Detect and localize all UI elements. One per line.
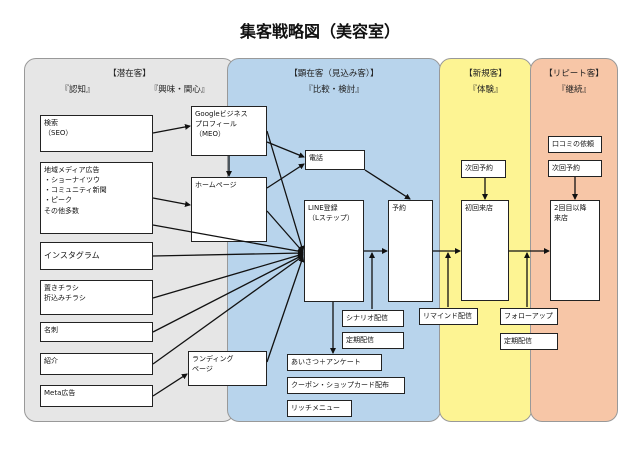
arrow-landing-line [266,256,305,363]
box-search-line1: 検索 [44,119,58,127]
arrow-localmedia-homepage [152,197,191,208]
box-rich-menu-label: リッチメニュー [291,404,340,412]
box-instagram: インスタグラム [40,242,153,270]
arrow-businesscard-line [152,254,304,333]
box-second-visit-line1: 2回目以降 [554,204,587,212]
box-referral-label: 紹介 [44,357,58,365]
box-followup: フォローアップ [500,308,558,325]
box-line: LINE登録 （Lステップ） [304,200,364,302]
box-scenario-label: シナリオ配信 [346,314,388,322]
box-search: 検索 （SEO） [40,115,153,152]
zone-potential-sub2: 『興味・関心』 [149,85,210,95]
box-next-reservation-1-label: 次回予約 [465,164,493,172]
arrow-phone-reservation [364,169,411,200]
box-next-reservation-2-label: 次回予約 [552,164,580,172]
box-reviews-label: 口コミの依頼 [552,140,594,148]
box-coupon-label: クーポン・ショップカード配布 [291,381,389,389]
box-local-media-line2: ・ショーナイツウ [44,176,100,185]
box-scheduled-2: 定期配信 [500,333,558,350]
zone-new-title: 【新規客】 [464,69,507,79]
box-flyers: 置きチラシ 折込みチラシ [40,280,153,315]
box-reminder-label: リマインド配信 [423,312,472,320]
box-homepage-label: ホームページ [195,181,237,189]
box-flyers-line2: 折込みチラシ [44,294,86,303]
box-local-media-line5: その他多数 [44,206,79,215]
box-second-visit-line2: 来店 [554,214,568,223]
arrow-homepage-phone [266,163,305,189]
box-greeting-label: あいさつ＋アンケート [291,358,361,366]
box-business-card: 名刺 [40,322,153,342]
box-second-visit: 2回目以降 来店 [550,200,600,301]
arrow-google-line [266,130,305,252]
box-scenario: シナリオ配信 [342,310,404,327]
box-landing-line2: ページ [192,365,213,374]
diagram-title: 集客戦略図（美容室） [239,22,400,41]
zone-potential-sub1: 『認知』 [60,85,95,95]
box-local-media-line4: ・ピーク [44,196,72,205]
arrow-search-google [152,123,191,134]
zone-repeat-title: 【リピート客】 [544,69,604,79]
box-first-visit: 初回来店 [461,200,509,301]
box-phone: 電話 [305,150,365,170]
box-scheduled-1: 定期配信 [342,332,404,349]
zone-potential-title: 【潜在客】 [108,69,151,79]
arrow-localmedia-line [152,224,304,255]
box-next-reservation-2: 次回予約 [548,160,602,177]
box-scheduled-1-label: 定期配信 [346,336,374,344]
zone-new-sub: 『体験』 [468,85,503,95]
box-referral: 紹介 [40,353,153,375]
box-local-media-line1: 地域メディア広告 [44,166,100,174]
box-landing-page: ランディング ページ [188,351,267,386]
zone-repeat-sub: 『継続』 [556,85,591,95]
box-google-line3: （MEO） [195,130,225,139]
arrow-google-phone [266,141,305,158]
box-instagram-label: インスタグラム [44,251,100,260]
box-local-media: 地域メディア広告 ・ショーナイツウ ・コミュニティ新聞 ・ピーク その他多数 [40,162,153,234]
box-line-line2: （Lステップ） [308,214,354,223]
box-coupon: クーポン・ショップカード配布 [287,377,405,394]
box-landing-line1: ランディング [192,355,234,363]
box-business-card-label: 名刺 [44,326,58,334]
arrow-meta-landing [152,373,188,397]
box-reminder: リマインド配信 [419,308,478,325]
box-local-media-line3: ・コミュニティ新聞 [44,186,107,195]
arrow-instagram-line [152,250,304,257]
zone-apparent-sub: 『比較・検討』 [304,85,364,95]
box-google-line1: Googleビジネス [195,110,248,118]
box-line-line1: LINE登録 [308,204,338,212]
box-rich-menu: リッチメニュー [287,400,352,417]
box-homepage: ホームページ [191,177,267,242]
box-next-reservation-1: 次回予約 [461,160,506,178]
box-flyers-line1: 置きチラシ [44,284,79,292]
arrow-homepage-line [266,210,304,253]
box-search-line2: （SEO） [44,129,73,138]
arrow-referral-line [152,255,304,365]
box-meta-ads-label: Meta広告 [44,389,76,397]
box-scheduled-2-label: 定期配信 [504,337,532,345]
box-greeting: あいさつ＋アンケート [287,354,382,371]
box-first-visit-label: 初回来店 [465,204,493,212]
box-phone-label: 電話 [309,154,323,162]
arrow-flyers-line [152,252,304,299]
box-meta-ads: Meta広告 [40,385,153,407]
box-reservation-label: 予約 [392,204,406,212]
box-google-line2: プロフィール [195,120,237,129]
box-reviews: 口コミの依頼 [548,136,602,153]
box-followup-label: フォローアップ [504,312,553,320]
zone-apparent-title: 【顕在客（見込み客）】 [289,69,379,79]
zone-repeat: 【リピート客】 『継続』 [530,58,618,422]
box-reservation: 予約 [388,200,433,302]
box-google-business: Googleビジネス プロフィール （MEO） [191,106,267,156]
